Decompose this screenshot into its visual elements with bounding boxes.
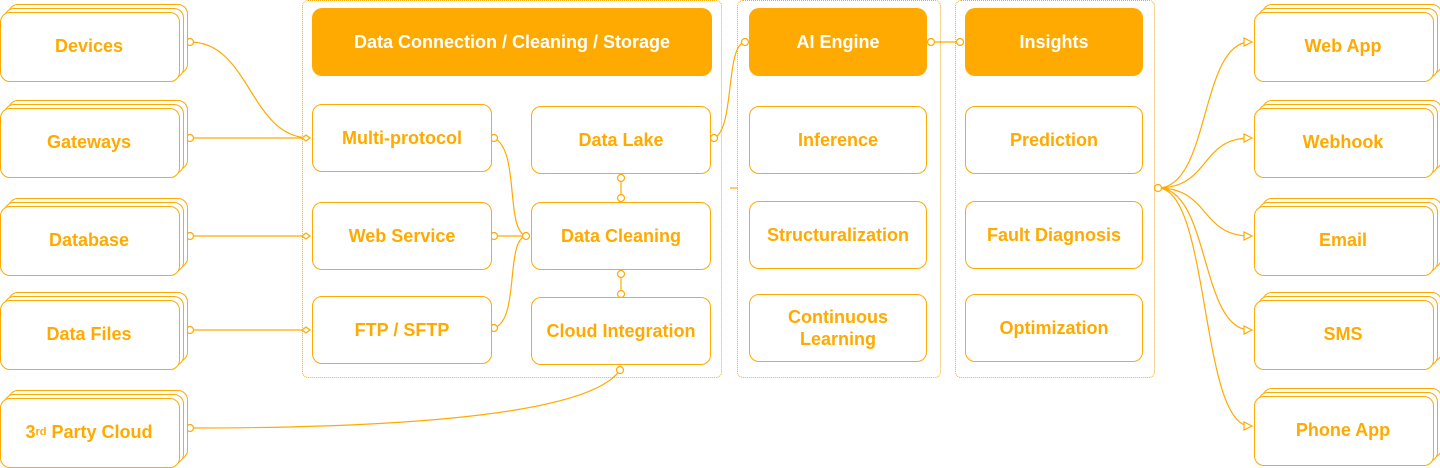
insight-optimization[interactable]: Optimization [965,294,1143,362]
connector-ftp-cleaning [493,235,527,329]
source-gateways[interactable]: Gateways [0,100,188,178]
output-phone-app[interactable]: Phone App [1254,388,1440,466]
process-data-cleaning[interactable]: Data Cleaning [531,202,711,270]
output-label: SMS [1323,323,1363,344]
output-label: Web App [1304,35,1382,56]
protocol-multi-protocol[interactable]: Multi-protocol [312,104,492,172]
source-label: Gateways [46,131,132,152]
source-data-files[interactable]: Data Files [0,292,188,370]
insights-header: Insights [965,8,1143,76]
ai-continuous-learning[interactable]: Continuous Learning [749,294,927,362]
ai-engine-header: AI Engine [749,8,927,76]
connector-out-sms [1157,187,1251,331]
insight-fault-diagnosis[interactable]: Fault Diagnosis [965,201,1143,269]
connector-out-email [1157,187,1251,237]
ai-structuralization[interactable]: Structuralization [749,201,927,269]
connector-lake-ai [713,41,746,139]
source-label: Devices [54,35,124,56]
storage-panel [302,0,722,378]
ai-inference[interactable]: Inference [749,106,927,174]
source-devices[interactable]: Devices [0,4,188,82]
output-email[interactable]: Email [1254,198,1440,276]
output-label: Phone App [1295,419,1391,440]
protocol-web-service[interactable]: Web Service [312,202,492,270]
output-label: Webhook [1302,131,1384,152]
process-data-lake[interactable]: Data Lake [531,106,711,174]
source-database[interactable]: Database [0,198,188,276]
connector-third-party-cloud [189,369,621,429]
connector-out-webapp [1157,41,1251,189]
source-label-rest: Party Cloud [46,421,153,442]
output-webhook[interactable]: Webhook [1254,100,1440,178]
connector-out-webhook [1157,137,1251,189]
output-label: Email [1318,229,1368,250]
storage-header: Data Connection / Cleaning / Storage [312,8,712,76]
output-web-app[interactable]: Web App [1254,4,1440,82]
connector-multi-protocol-cleaning [493,137,527,237]
ai-engine-panel [737,0,941,378]
source-label-main: 3 [25,421,36,442]
insight-prediction[interactable]: Prediction [965,106,1143,174]
connector-out-phone [1157,187,1251,427]
output-sms[interactable]: SMS [1254,292,1440,370]
source-label: Data Files [46,323,132,344]
source-label: Database [48,229,130,250]
protocol-ftp-sftp[interactable]: FTP / SFTP [312,296,492,364]
insights-panel [955,0,1155,378]
process-cloud-integration[interactable]: Cloud Integration [531,297,711,365]
connector-devices [189,41,311,139]
